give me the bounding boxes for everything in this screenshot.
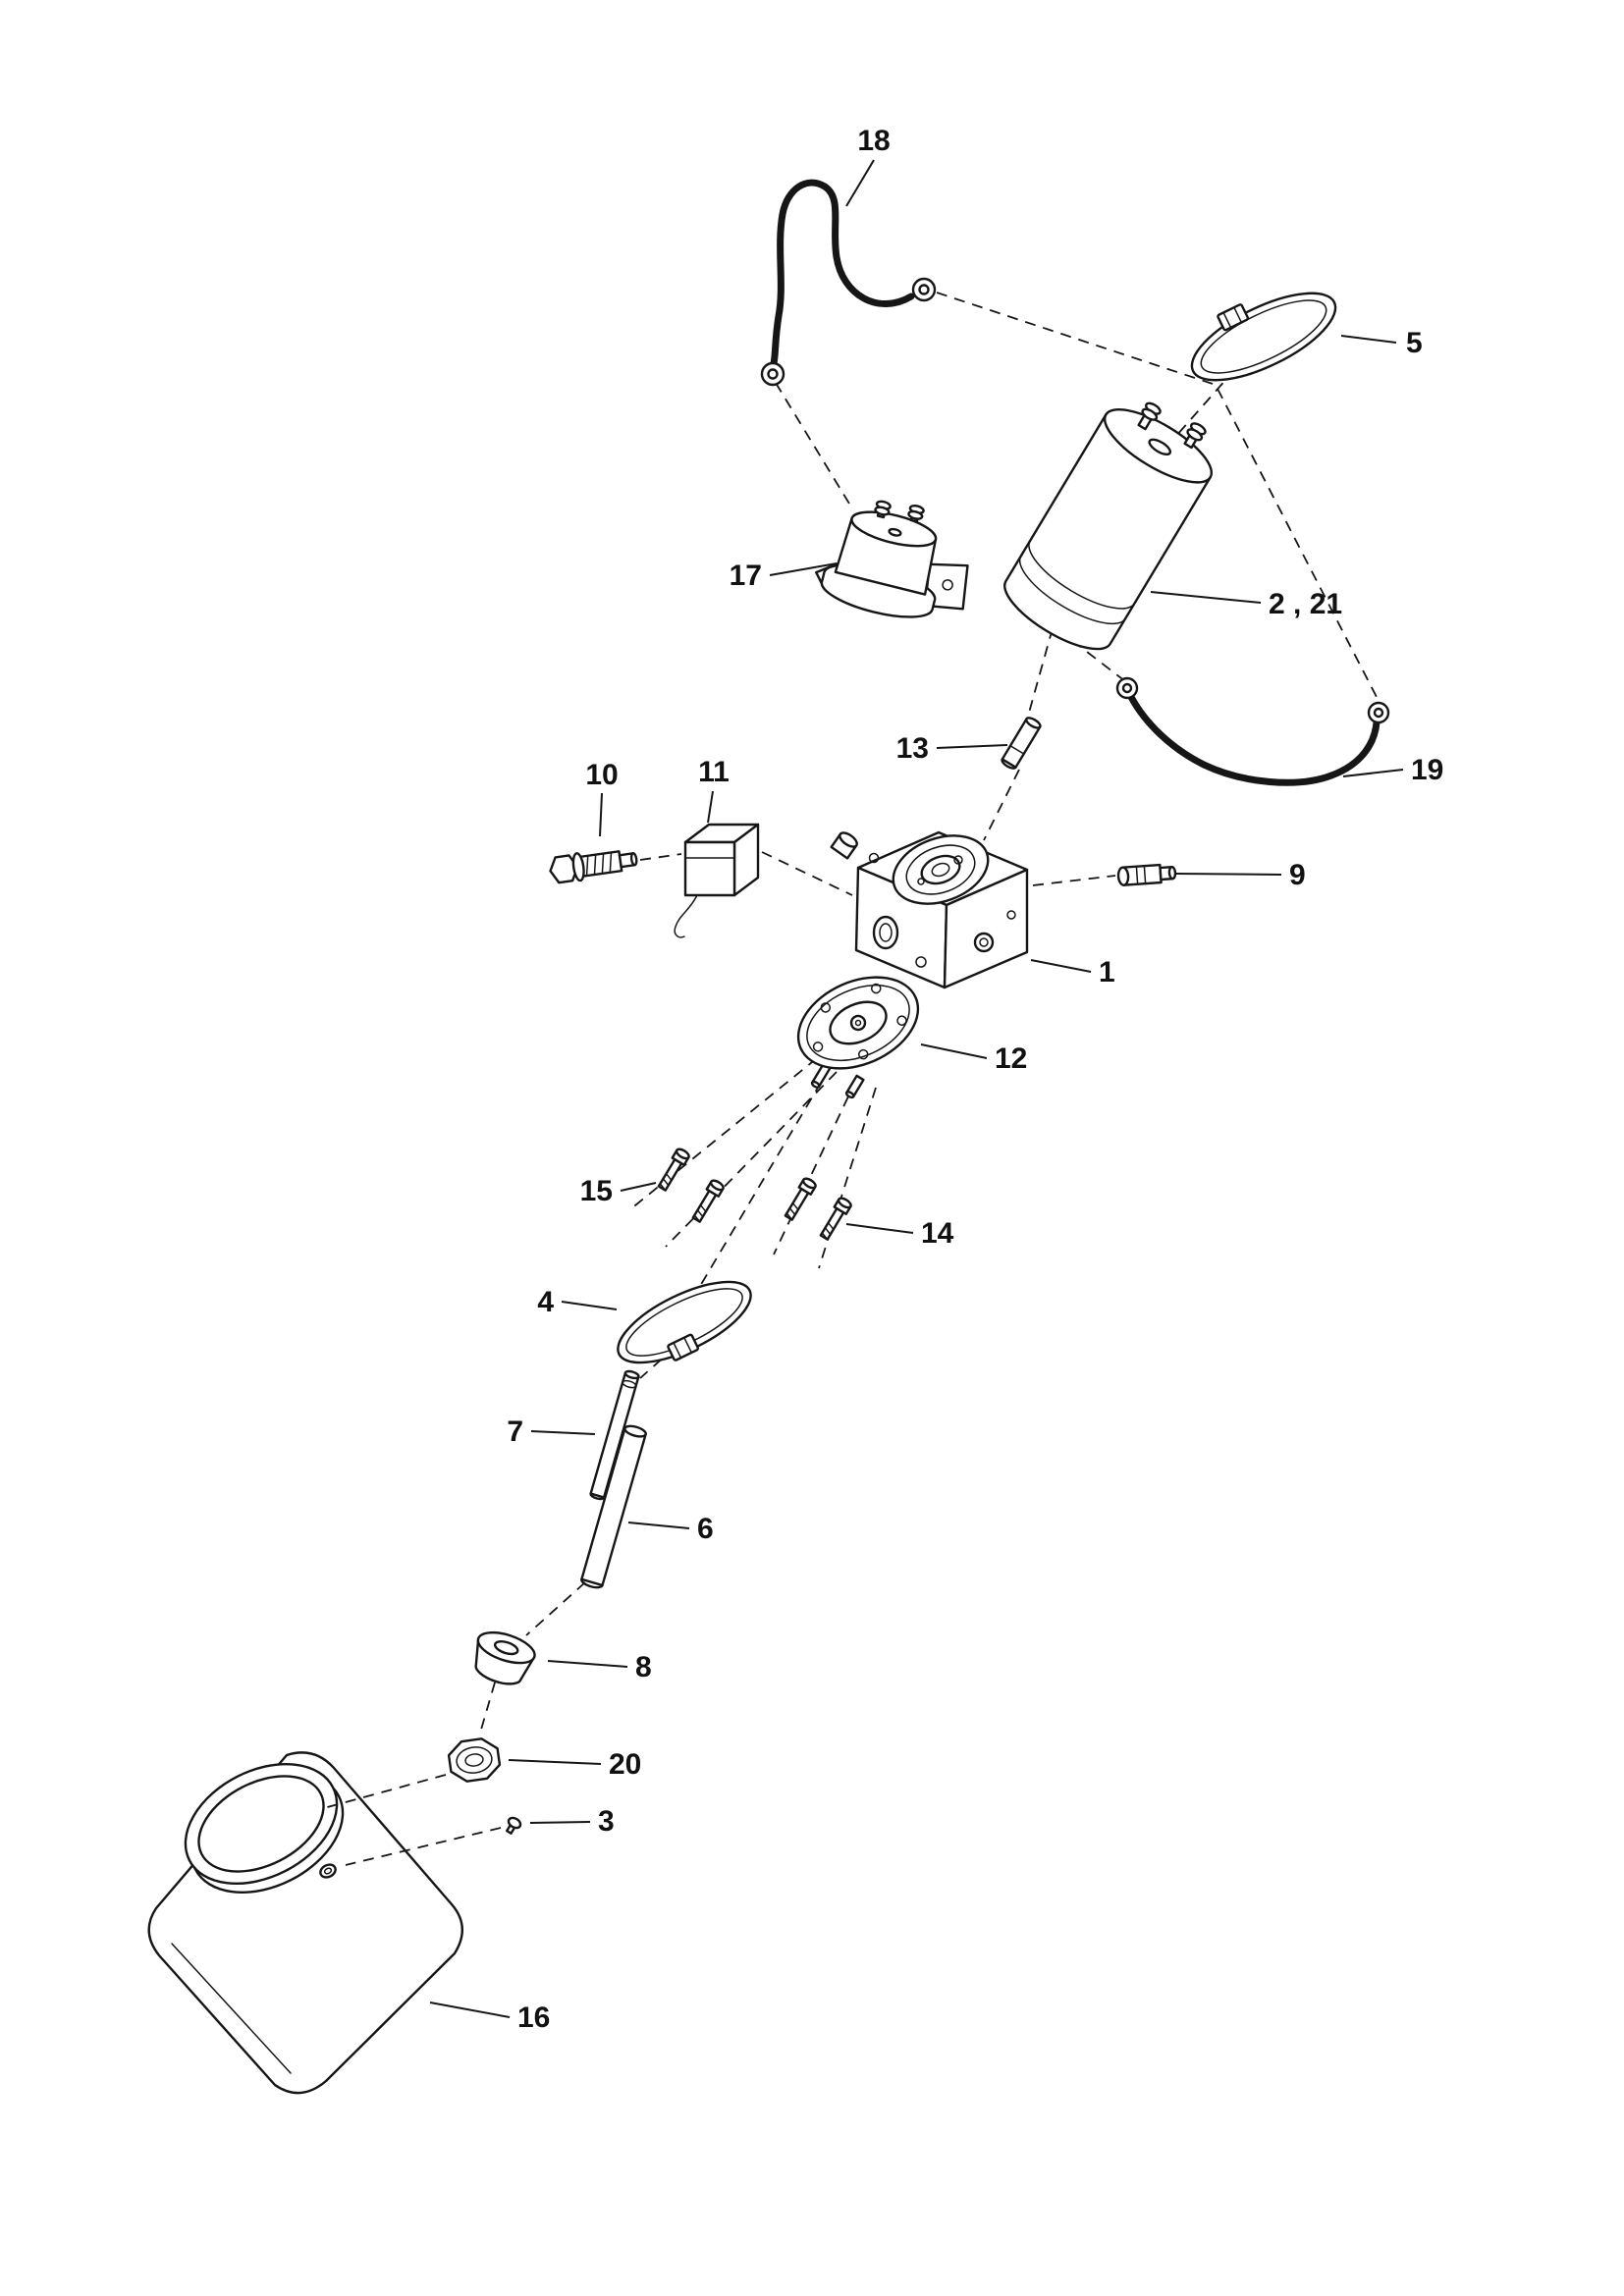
callout-label-2-21: 2 , 21: [1269, 588, 1342, 620]
part-plate-12: [796, 976, 920, 1099]
bolt: [691, 1179, 725, 1223]
leader-15: [620, 1182, 657, 1192]
ring-terminal: [1115, 676, 1139, 700]
callout-label-5: 5: [1406, 327, 1423, 359]
leader-8: [547, 1660, 628, 1668]
leader-11: [707, 790, 714, 824]
reservoir-screw-hole: [319, 1863, 337, 1879]
leader-9: [1175, 873, 1282, 876]
part-bolts-15: [657, 1148, 725, 1223]
leader-20: [508, 1759, 602, 1765]
ring-terminal: [1367, 701, 1390, 724]
ring-terminal: [760, 361, 785, 387]
motor-terminal-stud: [1137, 401, 1162, 431]
leader-19: [1342, 769, 1404, 777]
bolt: [784, 1177, 817, 1221]
leader-13: [936, 744, 1008, 749]
leader-10: [599, 792, 603, 837]
plate-stud: [844, 1074, 865, 1099]
manifold-relief-cap: [830, 831, 858, 860]
solenoid-stud: [874, 500, 892, 519]
callout-label-10: 10: [585, 759, 618, 791]
callout-leaders: [429, 159, 1404, 2018]
callout-label-11: 11: [698, 756, 730, 788]
part-cap-20: [447, 1737, 502, 1783]
leader-18: [845, 159, 875, 207]
part-grommet-8: [474, 1630, 536, 1685]
part-clamp-4: [617, 1280, 752, 1364]
callout-label-8: 8: [635, 1651, 652, 1683]
callout-label-3: 3: [598, 1805, 615, 1838]
bolt: [657, 1148, 690, 1192]
leader-4: [561, 1301, 618, 1310]
callout-labels: 18 5 17 2 , 21 13 19 10 11 9 1 12 15 14 …: [507, 125, 1443, 2034]
callout-label-9: 9: [1289, 859, 1306, 891]
bolt: [819, 1197, 852, 1241]
callout-label-15: 15: [580, 1175, 613, 1207]
leader-7: [530, 1430, 596, 1435]
callout-label-16: 16: [517, 2002, 550, 2034]
construction-lines: [480, 292, 1378, 1731]
callout-label-1: 1: [1099, 956, 1115, 988]
callout-label-18: 18: [857, 125, 890, 157]
part-fitting-10: [549, 850, 638, 884]
callout-label-19: 19: [1411, 754, 1443, 786]
part-valve-9: [1116, 863, 1177, 886]
part-cable-19: [1115, 676, 1390, 786]
leader-6: [627, 1522, 690, 1529]
callout-label-6: 6: [697, 1513, 714, 1545]
callout-label-17: 17: [730, 560, 762, 592]
part-pin-13: [1001, 717, 1042, 770]
leader-3: [529, 1821, 591, 1824]
callout-label-20: 20: [609, 1748, 641, 1781]
leader-14: [845, 1223, 914, 1234]
part-tube-7: [589, 1369, 640, 1501]
callout-label-13: 13: [896, 732, 929, 765]
motor-terminal-stud: [1183, 422, 1207, 450]
leader-5: [1340, 335, 1397, 344]
ring-terminal: [911, 277, 937, 302]
part-coil-11: [674, 823, 760, 938]
part-tube-6: [580, 1424, 647, 1589]
callout-label-12: 12: [995, 1042, 1027, 1075]
part-reservoir-16: [147, 1751, 463, 2095]
leader-2-21: [1150, 591, 1262, 604]
part-screw-3: [505, 1816, 522, 1835]
part-clamp-5: [1190, 292, 1337, 382]
part-solenoid-17: [815, 500, 969, 618]
part-cable-18: [760, 179, 937, 387]
callout-label-7: 7: [507, 1415, 523, 1448]
construction-lines-over: [323, 1774, 502, 1866]
leader-16: [429, 2002, 511, 2018]
callout-label-14: 14: [921, 1217, 954, 1250]
leader-12: [920, 1043, 988, 1059]
callout-label-4: 4: [537, 1286, 554, 1318]
part-manifold-1: [830, 830, 1029, 989]
part-motor-2-21: [1002, 401, 1214, 651]
part-bolts-14: [784, 1177, 852, 1241]
leader-17: [769, 562, 838, 576]
leader-1: [1030, 959, 1092, 973]
solenoid-stud: [907, 504, 925, 523]
